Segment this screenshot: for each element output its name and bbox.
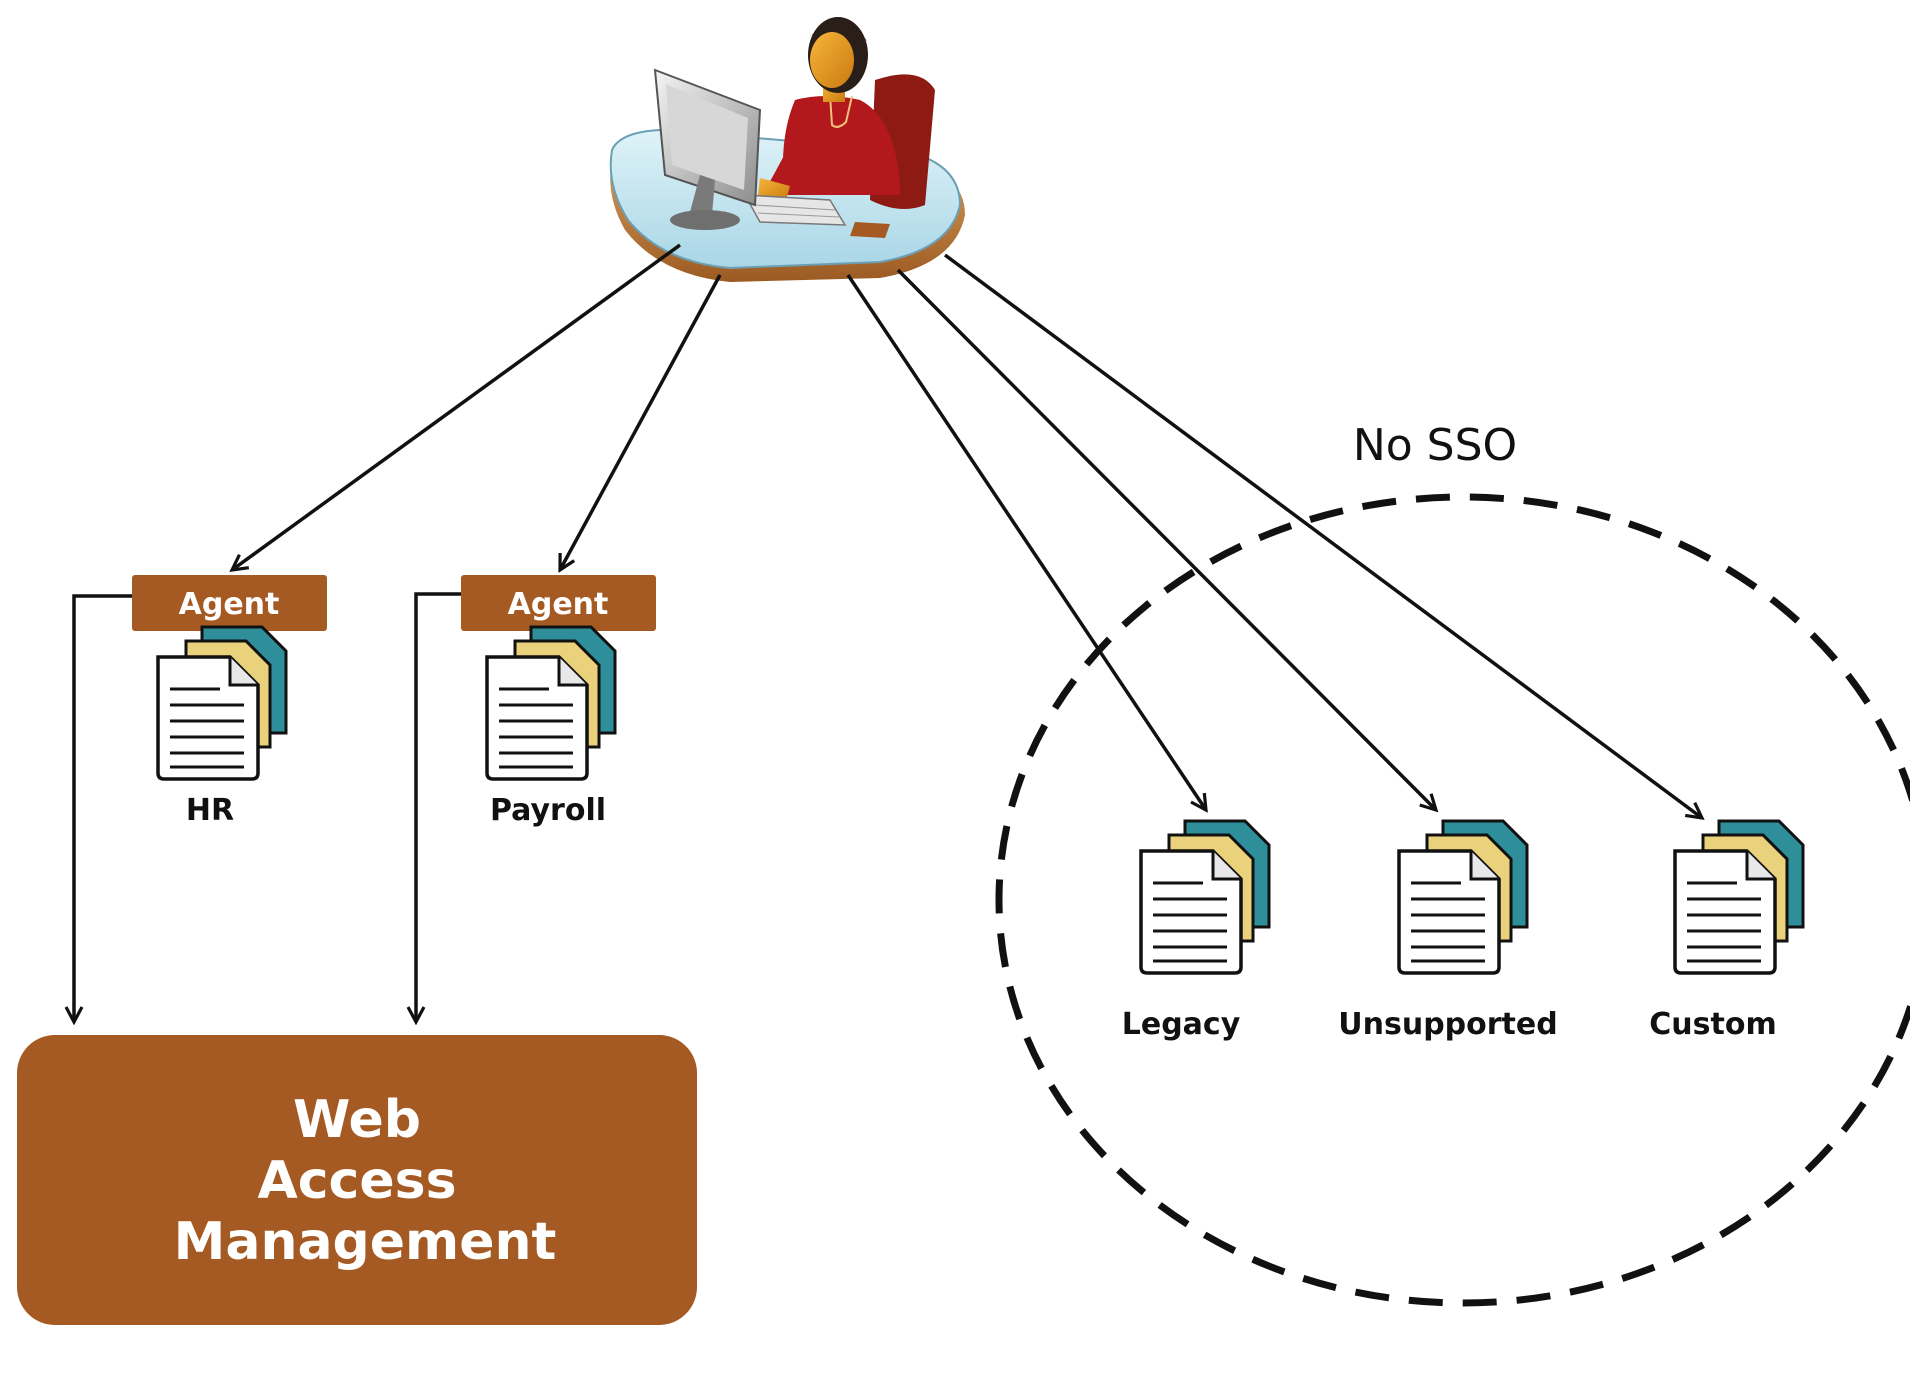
- document-stack-icon: [1139, 819, 1271, 975]
- hr-agent-box: Agent: [132, 575, 327, 631]
- hr-app: HR: [156, 625, 288, 828]
- hr-label: HR: [186, 793, 234, 828]
- payroll-agent-label: Agent: [508, 587, 609, 622]
- wam-line-3: Management: [174, 1212, 557, 1272]
- hr-agent-to-wam-connector: [74, 594, 132, 1022]
- arrow-to-custom: [943, 253, 1702, 818]
- payroll-app: Payroll: [485, 625, 617, 828]
- document-stack-icon: [1673, 819, 1805, 975]
- arrow-to-unsupported: [896, 268, 1436, 810]
- unsupported-app: Unsupported: [1338, 819, 1558, 1042]
- payroll-label: Payroll: [490, 793, 606, 828]
- custom-label: Custom: [1649, 1007, 1776, 1042]
- legacy-app: Legacy: [1122, 819, 1271, 1042]
- payroll-agent-to-wam-connector: [416, 592, 461, 1022]
- legacy-label: Legacy: [1122, 1007, 1241, 1042]
- document-stack-icon: [1397, 819, 1529, 975]
- web-access-management-box: Web Access Management: [17, 1035, 697, 1325]
- arrow-to-legacy: [846, 274, 1206, 810]
- wam-line-1: Web: [293, 1090, 421, 1150]
- wam-line-2: Access: [257, 1151, 456, 1211]
- arrow-to-hr-agent: [232, 243, 682, 570]
- unsupported-label: Unsupported: [1338, 1007, 1557, 1042]
- document-stack-icon: [156, 625, 288, 781]
- no-sso-boundary: [995, 493, 1910, 1307]
- user-at-computer-icon: [609, 17, 965, 282]
- custom-app: Custom: [1649, 819, 1805, 1042]
- payroll-agent-box: Agent: [461, 575, 656, 631]
- document-stack-icon: [485, 625, 617, 781]
- arrow-to-payroll-agent: [560, 274, 722, 570]
- hr-agent-label: Agent: [179, 587, 280, 622]
- no-sso-label: No SSO: [1353, 420, 1517, 471]
